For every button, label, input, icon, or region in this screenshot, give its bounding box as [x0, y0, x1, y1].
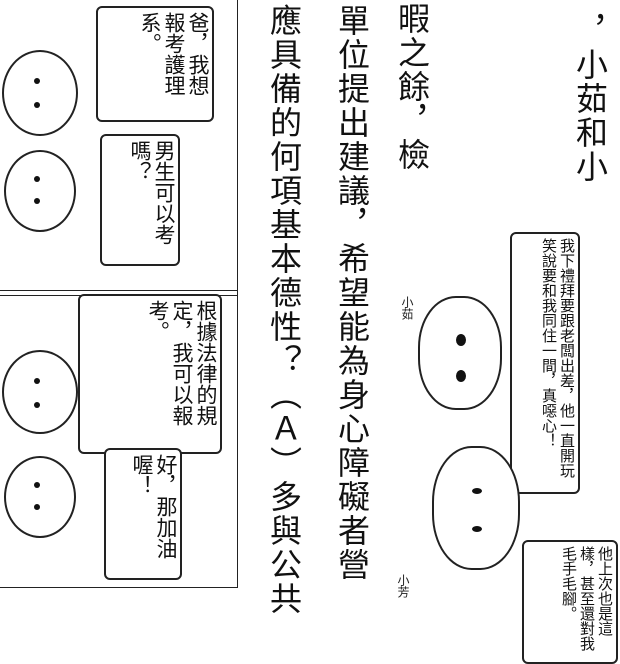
comic-panel-bottom — [0, 290, 238, 588]
father-head-icon — [4, 150, 76, 232]
text-column-3: 單位提出建議，希望能為身心障礙者營 — [333, 4, 371, 582]
xiaoru-face-icon — [418, 296, 502, 410]
father-head-icon-2 — [4, 456, 76, 538]
xiaofang-face-icon — [432, 446, 520, 570]
character-name-xiaoru: 小茹 — [400, 296, 414, 320]
speech-bubble-father-2: 好，那加油喔！ — [104, 448, 182, 580]
speech-bubble-xiaoru: 我下禮拜要跟老闆出差，他一直開玩笑說要和我同住一間，真噁心！ — [510, 232, 580, 494]
speech-bubble-son-2: 根據法律的規定，我可以報考。 — [78, 294, 222, 454]
speech-bubble-xiaofang: 他上次也是這樣，甚至還對我毛手毛腳。 — [522, 540, 618, 664]
speech-bubble-father-1: 男生可以考嗎？ — [100, 134, 180, 266]
son-head-icon — [2, 50, 78, 136]
character-name-xiaofang: 小芳 — [396, 574, 410, 598]
speech-bubble-son-1: 爸，我想報考護理系。 — [96, 6, 214, 122]
text-column-1: ，小茹和小 — [571, 14, 609, 184]
text-column-4: 應具備的何項基本德性？（Ａ）多與公共 — [265, 4, 303, 616]
son-head-icon-2 — [2, 350, 78, 434]
text-column-2: 暇之餘，檢 — [393, 2, 431, 172]
